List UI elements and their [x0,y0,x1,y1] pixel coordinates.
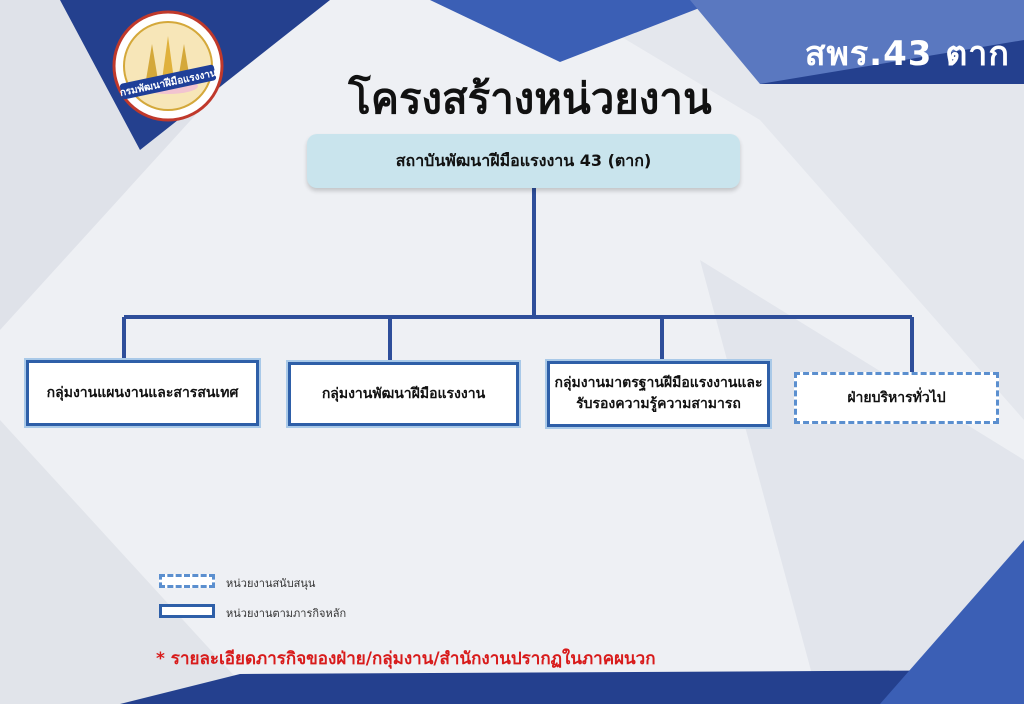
legend-swatch-support [159,574,215,588]
unit-label-skill-standards-line2: รับรองความรู้ความสามารถ [576,396,741,412]
unit-box-general-admin: ฝ่ายบริหารทั่วไป [794,372,999,424]
unit-label-skill-standards-line1: กลุ่มงานมาตรฐานฝีมือแรงงานและ [554,375,763,391]
page-title: โครงสร้างหน่วยงาน [348,74,712,123]
unit-label-planning-it: กลุ่มงานแผนงานและสารสนเทศ [46,384,239,401]
department-seal-logo: กรมพัฒนาฝีมือแรงงาน [112,10,224,122]
unit-box-skill-development: กลุ่มงานพัฒนาฝีมือแรงงาน [288,362,519,426]
unit-label-general-admin: ฝ่ายบริหารทั่วไป [847,389,946,406]
legend-label-main: หน่วยงานตามภารกิจหลัก [226,607,347,620]
unit-label-skill-development: กลุ่มงานพัฒนาฝีมือแรงงาน [321,385,486,402]
legend-swatch-main [159,604,215,618]
unit-box-planning-it: กลุ่มงานแผนงานและสารสนเทศ [26,360,259,426]
root-unit-box: สถาบันพัฒนาฝีมือแรงงาน 43 (ตาก) [307,134,740,188]
unit-box-skill-standards: กลุ่มงานมาตรฐานฝีมือแรงงานและ รับรองความ… [547,361,770,427]
corner-title: สพร.43 ตาก [804,34,1010,74]
legend-label-support: หน่วยงานสนับสนุน [226,577,316,590]
root-unit-label: สถาบันพัฒนาฝีมือแรงงาน 43 (ตาก) [395,150,652,170]
footnote: * รายละเอียดภารกิจของฝ่าย/กลุ่มงาน/สำนัก… [156,649,656,669]
department-seal-icon: กรมพัฒนาฝีมือแรงงาน [112,10,224,122]
